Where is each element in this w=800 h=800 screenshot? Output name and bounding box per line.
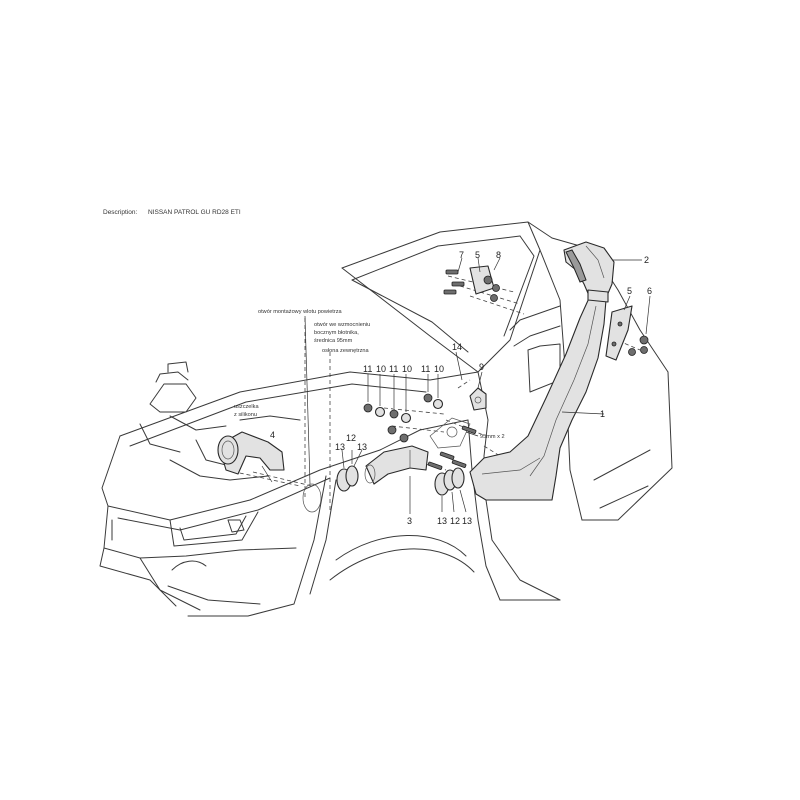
note-seal-line1: uszczelka [234, 404, 259, 410]
snorkel-body [469, 295, 607, 501]
outer-cover-plate [429, 417, 471, 449]
description-label: Description: [103, 209, 138, 216]
callout-9: 9 [479, 362, 484, 372]
callout-11-c: 11 [421, 364, 430, 374]
callout-7: 7 [459, 250, 464, 260]
hose-clamps [336, 465, 465, 496]
note-reinforcement-line3: średnica 95mm [314, 338, 353, 344]
callout-10-b: 10 [402, 364, 412, 374]
note-mount-hole: otwór montażowy wlotu powietrza [258, 309, 343, 315]
callout-11-b: 11 [389, 364, 398, 374]
mount-hole-outline [302, 483, 322, 513]
note-seal-line2: z silikonu [234, 412, 257, 418]
description-value: NISSAN PATROL GU RD28 ETI [148, 209, 241, 216]
callout-3: 3 [407, 516, 412, 526]
note-reinforcement-line2: bocznym błotnika, [314, 330, 359, 336]
callout-12-right: 12 [450, 516, 460, 526]
intake-pipe [364, 445, 429, 485]
callout-5-right: 5 [627, 286, 632, 296]
callout-1: 1 [600, 409, 605, 419]
callout-6: 6 [647, 286, 652, 296]
callout-14: 14 [452, 342, 462, 352]
callout-4: 4 [270, 430, 275, 440]
callout-5-upper: 5 [475, 250, 480, 260]
installation-guide-lines [225, 275, 641, 513]
callout-13-d: 13 [462, 516, 472, 526]
callout-2: 2 [644, 255, 649, 265]
callout-8: 8 [496, 250, 501, 260]
note-reinforcement-line1: otwór we wzmocnieniu [314, 322, 370, 328]
inner-elbow [217, 431, 285, 475]
callout-13-a: 13 [335, 442, 345, 452]
note-dimension: 95mm x 2 [480, 434, 505, 440]
callout-10-c: 10 [434, 364, 444, 374]
vehicle-body-outline [99, 221, 673, 617]
note-outer-cover: osłona zewnętrzna [322, 348, 370, 354]
fixing-hardware [363, 265, 649, 470]
callout-13-b: 13 [357, 442, 367, 452]
callout-12-left: 12 [346, 433, 356, 443]
callout-10-a: 10 [376, 364, 386, 374]
callout-11-a: 11 [363, 364, 372, 374]
air-ram-head [563, 241, 615, 303]
callout-leaders [261, 257, 651, 514]
callout-13-c: 13 [437, 516, 447, 526]
